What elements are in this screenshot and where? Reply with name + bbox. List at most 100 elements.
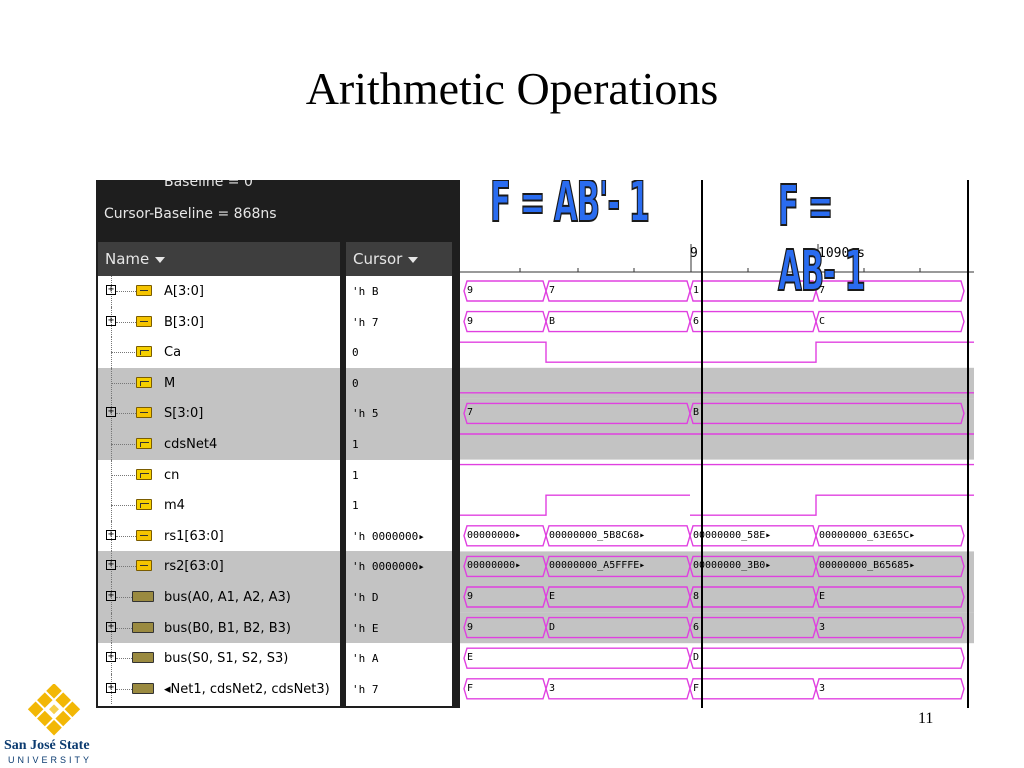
waveform-viewer: Baseline = 0 Cursor-Baseline = 868ns Nam…: [96, 180, 974, 708]
signal-row[interactable]: cn: [98, 459, 340, 491]
bus-value-label: F: [693, 682, 700, 694]
signal-row[interactable]: Ca: [98, 337, 340, 368]
bus-segment: [545, 310, 691, 333]
bus-value-label: 00000000▸: [467, 529, 522, 541]
bus-value-label: 9: [467, 621, 474, 633]
bus-segment: [463, 402, 691, 425]
multi-bus-icon: [132, 682, 154, 694]
cursor-value: 0: [352, 376, 359, 390]
cursor-column-header[interactable]: Cursor: [346, 242, 452, 276]
bit-icon: [136, 438, 152, 449]
cursor-value-row: 0: [346, 367, 452, 399]
cursor-value: 'h E: [352, 621, 379, 635]
cursor-value: 'h D: [352, 591, 379, 604]
signal-row[interactable]: +rs1[63:0]: [98, 520, 340, 552]
cursor-value-row: 1: [346, 490, 452, 521]
signal-row[interactable]: + bus(B0, B1, B2, B3): [98, 612, 340, 644]
bus-segment: [815, 310, 965, 333]
bus-value-label: 3: [819, 682, 826, 694]
waveform-canvas[interactable]: [460, 180, 974, 708]
bus-segment: [689, 616, 817, 639]
bus-segment: [689, 586, 817, 608]
cursor-info-panel: Baseline = 0 Cursor-Baseline = 868ns: [96, 180, 462, 242]
bus-icon: [136, 529, 152, 541]
expand-icon[interactable]: +: [106, 590, 116, 601]
tree-connector: [116, 321, 136, 323]
bus-segment: [545, 525, 691, 547]
bus-segment: [689, 647, 965, 669]
bus-segment: [463, 280, 547, 302]
signal-row[interactable]: +rs2[63:0]: [98, 551, 340, 582]
expand-icon[interactable]: +: [106, 528, 116, 540]
bus-value-label: 00000000_63E65C▸: [819, 529, 916, 541]
signal-name: S[3:0]: [164, 406, 204, 422]
cursor-value: 1: [352, 468, 359, 482]
signal-row[interactable]: +A[3:0]: [98, 276, 340, 307]
signal-row[interactable]: cdsNet4: [98, 429, 340, 460]
cursor-value-row: 'h 0000000▸: [346, 521, 452, 552]
signal-name: bus(B0, B1, B2, B3): [164, 620, 291, 636]
bus-value-label: 00000000_B65685▸: [819, 560, 916, 572]
signal-name: M: [164, 375, 176, 391]
tree-guide: [111, 520, 112, 552]
logo-text-university: UNIVERSITY: [8, 755, 93, 765]
bus-icon: [136, 315, 152, 327]
bus-value-label: 7: [467, 407, 474, 419]
signal-name: m4: [164, 498, 185, 514]
tree-connector: [111, 352, 135, 354]
tree-guide: [111, 643, 112, 674]
tree-connector: [116, 535, 136, 537]
tree-connector: [116, 627, 136, 629]
bus-segment: [463, 586, 547, 608]
bus-value-label: 00000000_58E▸: [693, 529, 772, 541]
bus-segment: [689, 310, 817, 333]
signal-row[interactable]: M: [98, 367, 340, 399]
wave-row-bg: [460, 367, 974, 399]
tree-guide: [111, 673, 112, 705]
bus-value-label: 9: [467, 315, 474, 327]
signal-row[interactable]: +B[3:0]: [98, 306, 340, 338]
bus-segment: [463, 525, 547, 547]
bus-value-label: 6: [693, 315, 700, 327]
expand-icon[interactable]: +: [106, 314, 116, 326]
bus-value-label: 9: [467, 285, 474, 296]
expand-icon[interactable]: +: [106, 406, 116, 418]
annotation-left: F = AB'- 1: [489, 180, 650, 236]
expand-icon[interactable]: +: [106, 559, 116, 571]
bus-value-label: 7: [549, 285, 556, 296]
cursor-value: 1: [352, 438, 359, 451]
signal-row[interactable]: m4: [98, 490, 340, 521]
signal-row[interactable]: + S[3:0]: [98, 398, 340, 429]
bus-value-label: B: [693, 407, 700, 419]
bus-segment: [463, 310, 547, 333]
signal-row[interactable]: +bus(S0, S1, S2, S3): [98, 643, 340, 674]
bus-icon: [136, 285, 152, 296]
bus-value-label: B: [549, 315, 556, 327]
bus-value-label: 9: [467, 591, 474, 602]
bus-value-label: C: [819, 315, 826, 327]
expand-icon[interactable]: +: [106, 651, 116, 663]
university-logo: [27, 684, 81, 736]
tree-guide: [111, 276, 112, 307]
cursor-value: 1: [352, 499, 359, 513]
signal-row[interactable]: +◂Net1, cdsNet2, cdsNet3): [98, 673, 340, 705]
expand-icon[interactable]: +: [106, 284, 116, 295]
tree-guide: [111, 612, 112, 644]
signal-row[interactable]: +bus(A0, A1, A2, A3): [98, 582, 340, 613]
bit-icon: [136, 346, 152, 358]
cursor-value-row: 1: [346, 429, 452, 460]
chevron-down-icon: [408, 256, 419, 263]
annotation-right: F = AB- 1: [777, 180, 866, 305]
name-column-header[interactable]: Name: [98, 242, 340, 276]
bus-value-label: 00000000_A5FFFE▸: [549, 560, 646, 572]
expand-icon[interactable]: +: [106, 681, 116, 693]
cursor-value: 'h 7: [352, 315, 379, 329]
bus-value-label: 6: [693, 621, 700, 633]
bus-value-label: 3: [549, 682, 556, 694]
expand-icon[interactable]: +: [106, 620, 116, 632]
cursor-baseline-readout: Cursor-Baseline = 868ns: [104, 206, 277, 222]
bus-icon: [136, 407, 152, 419]
multi-bus-icon: [132, 652, 154, 664]
